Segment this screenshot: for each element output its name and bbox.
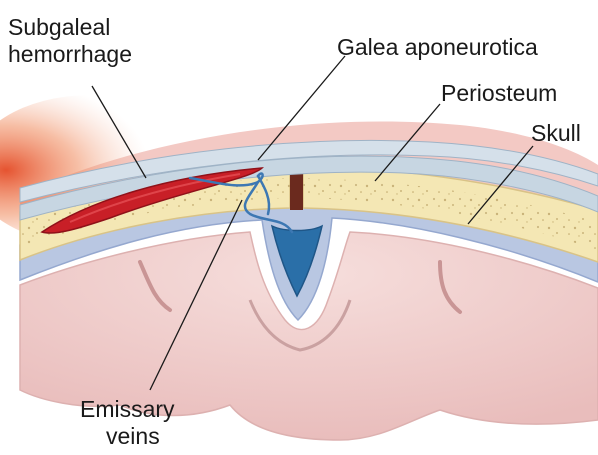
label-subgaleal-line1: Subgaleal [8,14,132,41]
label-galea-aponeurotica: Galea aponeurotica [337,34,538,61]
label-subgaleal-hemorrhage: Subgaleal hemorrhage [8,14,132,68]
label-emissary-line2: veins [80,423,175,450]
label-skull: Skull [531,120,581,147]
label-subgaleal-line2: hemorrhage [8,41,132,68]
label-emissary-veins: Emissary veins [80,396,175,450]
label-periosteum: Periosteum [441,80,557,107]
label-emissary-line1: Emissary [80,396,175,423]
